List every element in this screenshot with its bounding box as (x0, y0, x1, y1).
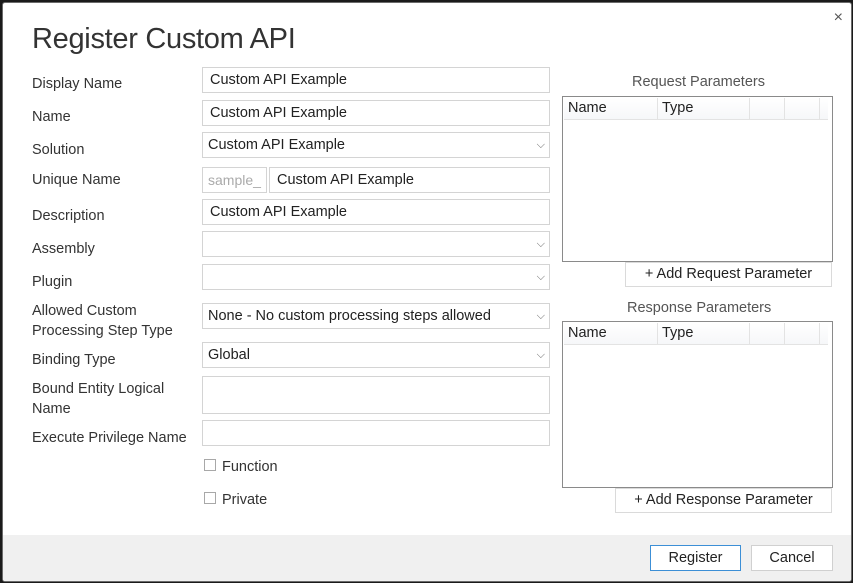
add-request-parameter-button[interactable]: + Add Request Parameter (625, 262, 832, 287)
binding-type-select[interactable]: Global ⌵ (202, 342, 550, 368)
function-checkbox[interactable] (204, 459, 216, 471)
column-header-type[interactable]: Type (658, 323, 750, 344)
label-line: Processing Step Type (32, 323, 173, 339)
column-header-type[interactable]: Type (658, 98, 750, 119)
private-label: Private (222, 492, 268, 508)
close-icon[interactable]: × (833, 9, 843, 26)
binding-type-value: Global (208, 347, 250, 363)
label-line: Bound Entity Logical (32, 381, 165, 397)
column-header-name[interactable]: Name (564, 98, 658, 119)
column-header-blank[interactable] (750, 98, 785, 119)
assembly-select[interactable]: ⌵ (202, 231, 550, 257)
plugin-label: Plugin (32, 274, 73, 290)
column-header-blank[interactable] (785, 98, 820, 119)
grid-header: Name Type (564, 323, 828, 345)
column-header-blank[interactable] (785, 323, 820, 344)
binding-type-label: Binding Type (32, 352, 116, 368)
private-checkbox[interactable] (204, 492, 216, 504)
request-parameters-title: Request Parameters (632, 74, 765, 90)
response-parameters-title: Response Parameters (627, 300, 772, 316)
allowed-step-type-value: None - No custom processing steps allowe… (208, 308, 491, 324)
chevron-down-icon: ⌵ (536, 310, 545, 322)
name-label: Name (32, 109, 71, 125)
grid-header: Name Type (564, 98, 828, 120)
unique-name-label: Unique Name (32, 172, 121, 188)
label-line: Name (32, 401, 71, 417)
execute-privilege-input[interactable] (202, 420, 550, 446)
description-input[interactable]: Custom API Example (202, 199, 550, 225)
allowed-step-type-select[interactable]: None - No custom processing steps allowe… (202, 303, 550, 329)
bound-entity-input[interactable] (202, 376, 550, 414)
add-response-parameter-button[interactable]: + Add Response Parameter (615, 488, 832, 513)
response-parameters-grid[interactable]: Name Type (562, 321, 833, 488)
solution-value: Custom API Example (208, 137, 345, 153)
solution-label: Solution (32, 142, 85, 158)
column-header-blank[interactable] (750, 323, 785, 344)
display-name-label: Display Name (32, 76, 123, 92)
assembly-label: Assembly (32, 241, 95, 257)
display-name-input[interactable]: Custom API Example (202, 67, 550, 93)
function-label: Function (222, 459, 278, 475)
chevron-down-icon: ⌵ (536, 139, 545, 151)
dialog-title: Register Custom API (32, 23, 296, 55)
label-line: Allowed Custom (32, 303, 137, 319)
unique-name-prefix: sample_ (202, 167, 267, 193)
chevron-down-icon: ⌵ (536, 271, 545, 283)
description-label: Description (32, 208, 105, 224)
bound-entity-label: Bound Entity Logical Name (32, 379, 164, 419)
unique-name-input[interactable]: Custom API Example (269, 167, 550, 193)
name-input[interactable]: Custom API Example (202, 100, 550, 126)
chevron-down-icon: ⌵ (536, 238, 545, 250)
solution-select[interactable]: Custom API Example ⌵ (202, 132, 550, 158)
plugin-select[interactable]: ⌵ (202, 264, 550, 290)
cancel-button[interactable]: Cancel (751, 545, 833, 571)
chevron-down-icon: ⌵ (536, 349, 545, 361)
column-header-name[interactable]: Name (564, 323, 658, 344)
request-parameters-grid[interactable]: Name Type (562, 96, 833, 262)
allowed-step-type-label: Allowed Custom Processing Step Type (32, 301, 173, 341)
register-button[interactable]: Register (650, 545, 741, 571)
execute-privilege-label: Execute Privilege Name (32, 430, 187, 446)
